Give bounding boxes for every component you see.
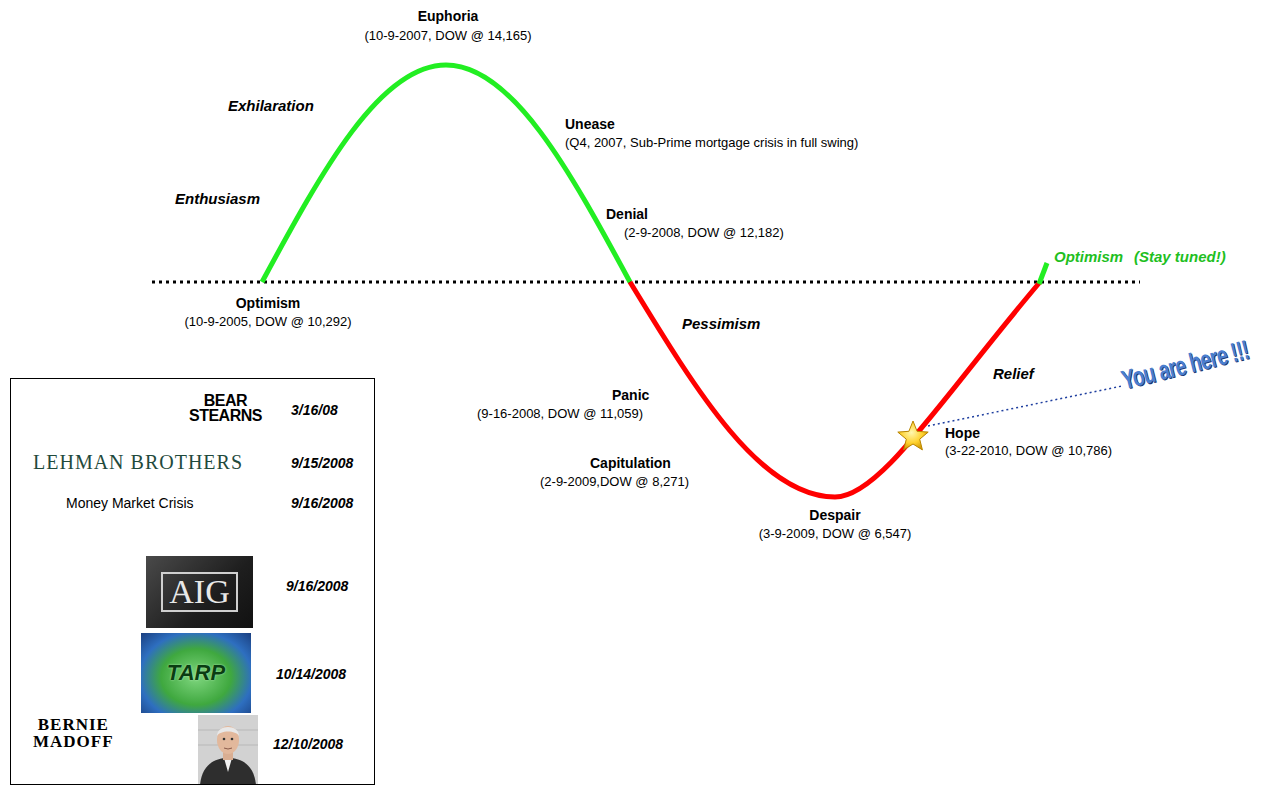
phase-title: Optimism [236,295,301,312]
event-name: Money Market Crisis [66,495,194,511]
rise-curve [262,65,630,282]
event-date: 12/10/2008 [273,736,343,752]
aig-logo: AIG [146,556,253,628]
phase-mood: Exhilaration [228,97,314,114]
event-date: 9/15/2008 [291,455,353,471]
phase-date: (9-16-2008, DOW @ 11,059) [477,405,643,422]
baseline-dotted [152,281,1140,284]
madoff-photo [198,715,258,785]
person-name: BERNIE MADOFF [33,716,114,750]
event-date: 9/16/2008 [286,578,348,594]
phase-mood: Optimism [1054,248,1123,265]
company-logo-text: LEHMAN BROTHERS [33,451,243,474]
phase-title: Hope [945,425,980,442]
phase-title: Panic [612,387,649,404]
you-are-here-callout: You are here !!! [1118,335,1251,395]
phase-date: (3-9-2009, DOW @ 6,547) [759,525,912,542]
phase-date: (2-9-2008, DOW @ 12,182) [624,224,784,241]
event-date: 3/16/08 [291,402,338,418]
phase-date: (3-22-2010, DOW @ 10,786) [945,442,1112,459]
logo-text: AIG [161,572,237,612]
event-date: 9/16/2008 [291,495,353,511]
phase-mood: Relief [993,365,1034,382]
fall-curve [630,282,1040,497]
event-date: 10/14/2008 [276,666,346,682]
you-are-here-star [898,421,928,450]
phase-title: Despair [809,507,860,524]
phase-mood: Enthusiasm [175,190,260,207]
recovery-tip [1039,263,1047,284]
phase-title: Unease [565,116,615,133]
company-logo-text: BEAR STEARNS [189,393,262,423]
phase-title: Capitulation [590,455,671,472]
tarp-logo: TARP [141,633,251,713]
phase-date: (10-9-2005, DOW @ 10,292) [184,313,351,330]
phase-date: (10-9-2007, DOW @ 14,165) [364,27,531,44]
stay-tuned-note: (Stay tuned!) [1134,248,1226,265]
phase-title: Euphoria [418,8,479,25]
phase-date: (2-9-2009,DOW @ 8,271) [540,473,689,490]
phase-title: Denial [606,206,648,223]
phase-mood: Pessimism [682,315,760,332]
logo-text: TARP [167,660,225,686]
event-panel: AIG TARP BEAR STEARNS 3/16/08LEHMAN BROTHER… [10,378,375,785]
leader-line [928,386,1122,426]
phase-date: (Q4, 2007, Sub-Prime mortgage crisis in … [565,134,858,151]
